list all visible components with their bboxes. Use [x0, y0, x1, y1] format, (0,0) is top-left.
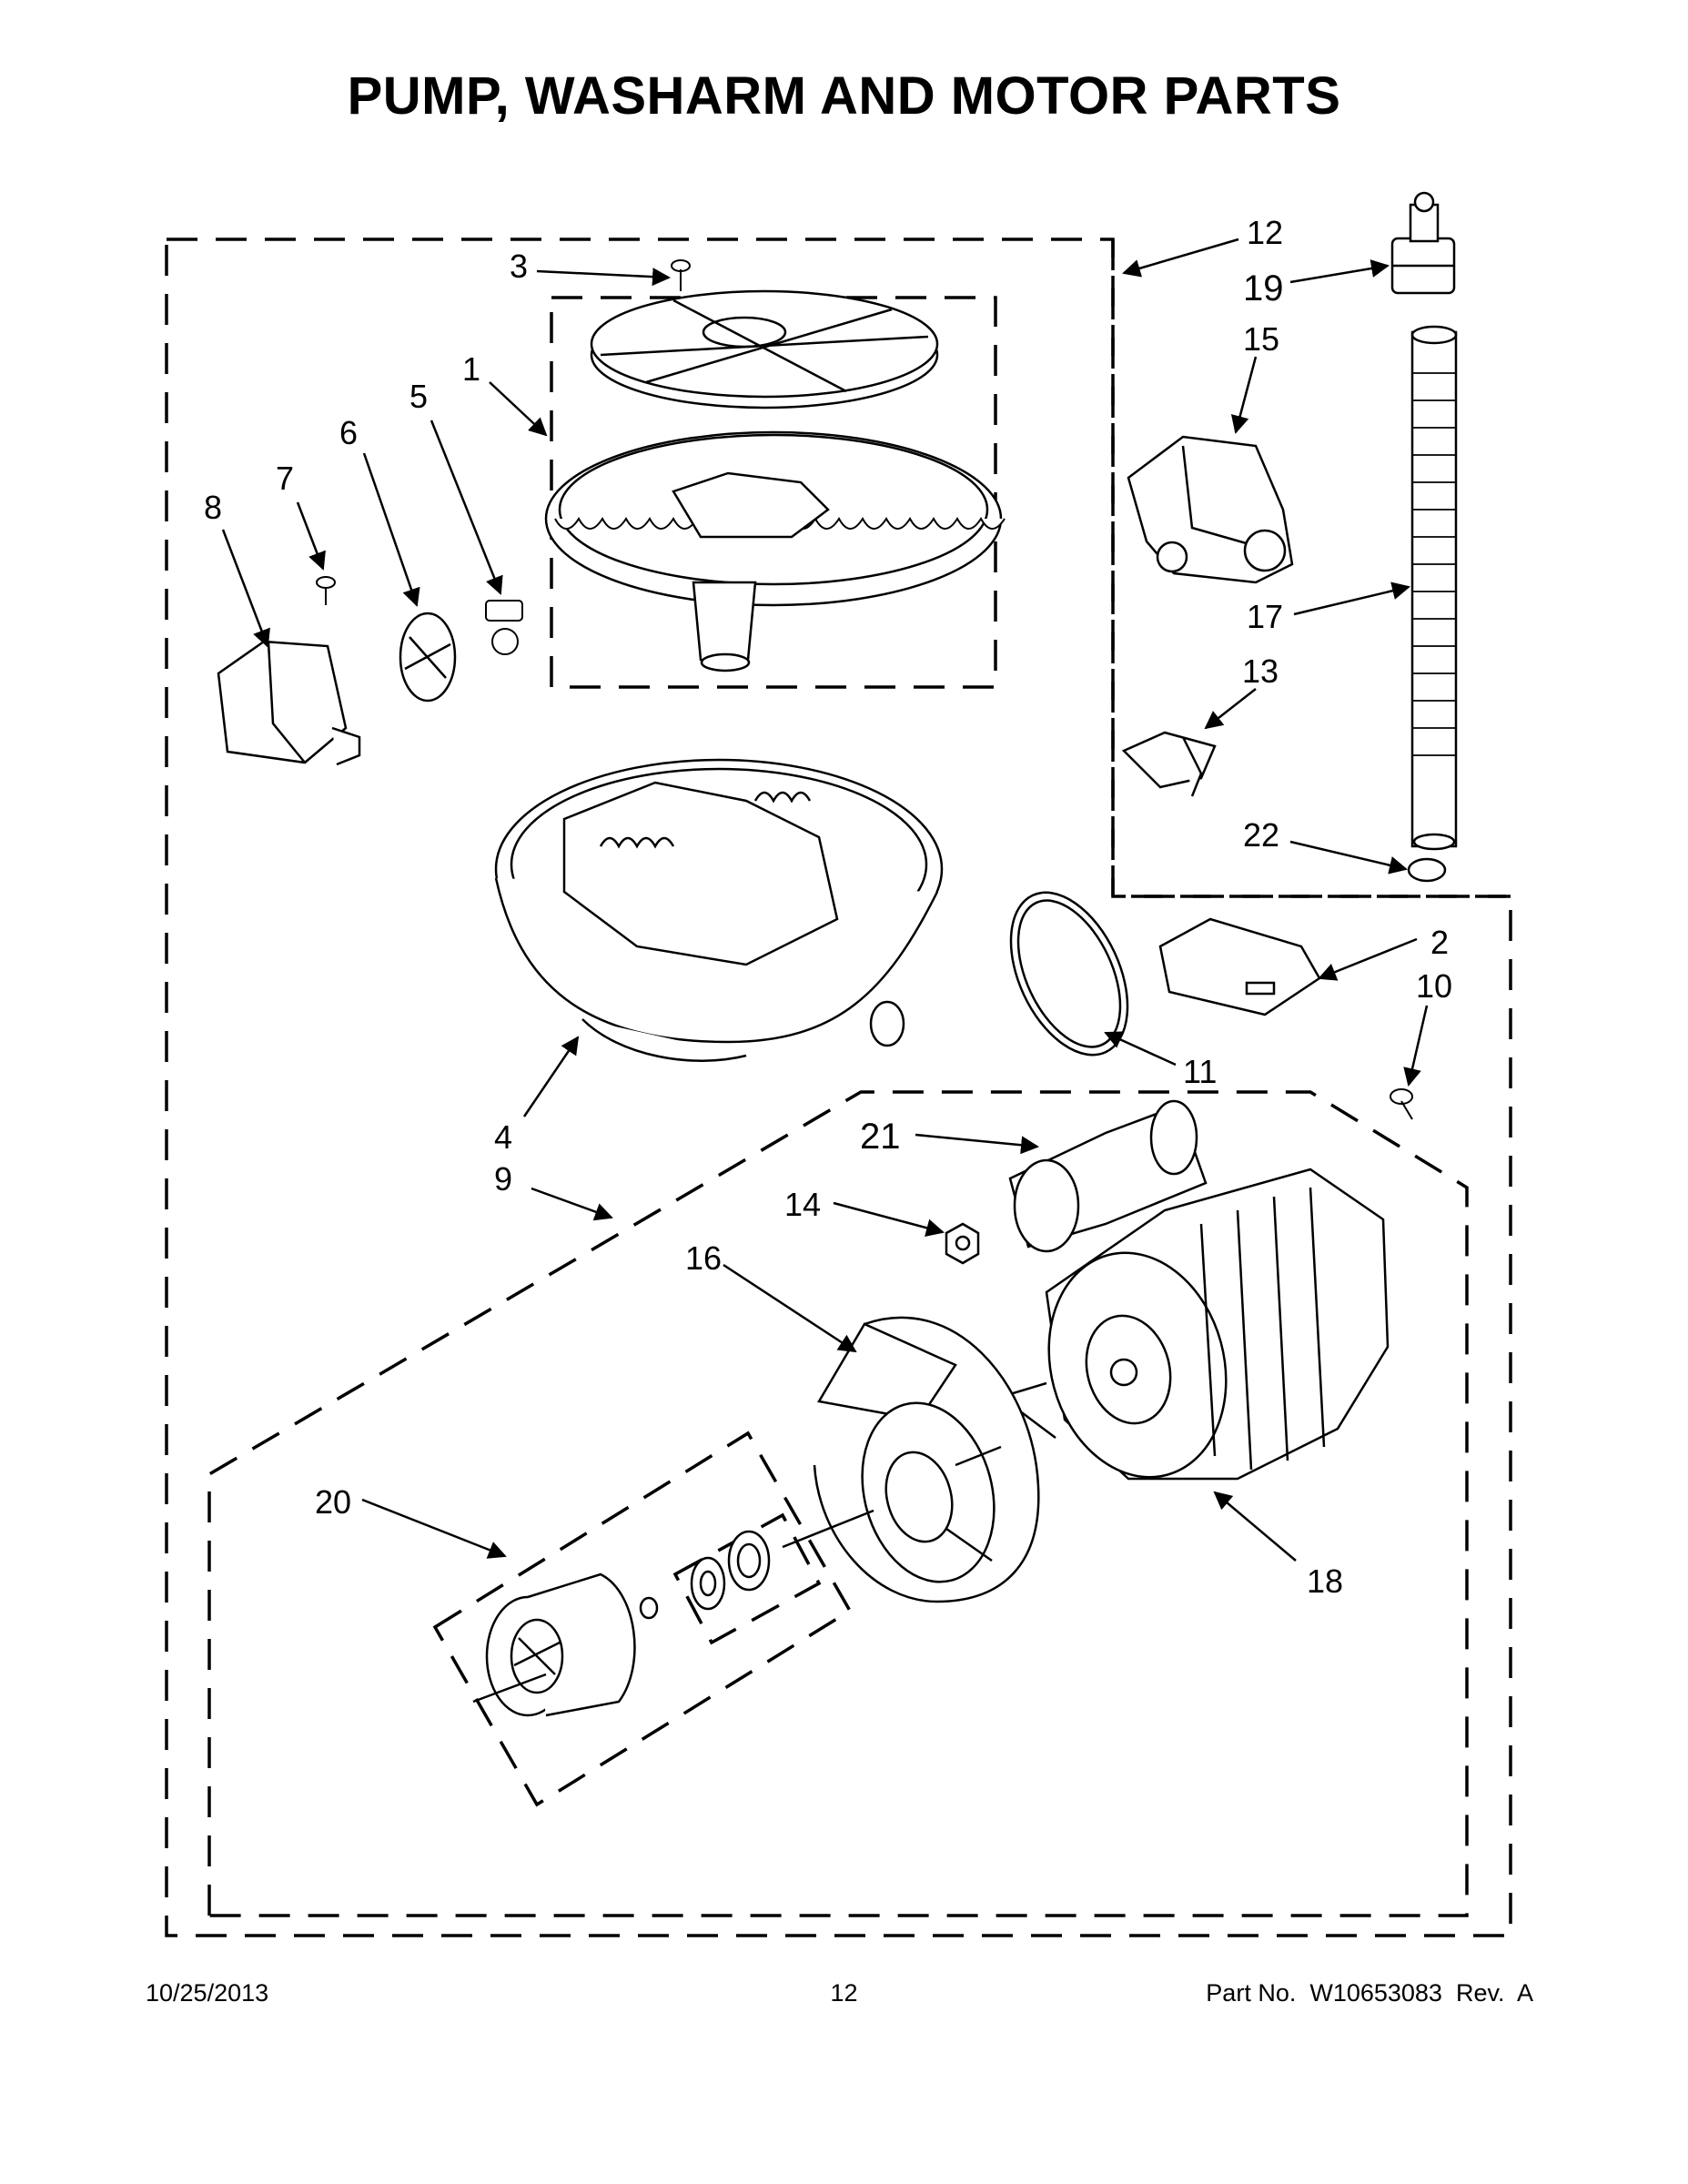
- callout-4: 4: [494, 1118, 512, 1156]
- group-12-boundary: [1111, 239, 1511, 898]
- leader-22: [1289, 840, 1408, 875]
- callout-19: 19: [1243, 268, 1284, 308]
- leader-4: [522, 1036, 580, 1117]
- part-22-clamp: [1407, 857, 1447, 883]
- page-title: PUMP, WASHARM AND MOTOR PARTS: [347, 66, 1341, 126]
- part-7-screw: [316, 576, 336, 605]
- leader-19: [1289, 259, 1390, 284]
- callout-labels: 1 2 3 4 5 6 7 8 9 10 11 12 13 14 15 16 1…: [204, 214, 1452, 1600]
- callout-18: 18: [1307, 1562, 1343, 1600]
- callout-5: 5: [409, 378, 428, 415]
- callout-9: 9: [494, 1160, 512, 1198]
- part-3-screw: [671, 259, 691, 291]
- footer-part-number: Part No. W10653083 Rev. A: [1206, 1979, 1533, 2007]
- part-15-valve: [1127, 435, 1294, 584]
- part-14-nut: [945, 1222, 980, 1265]
- part-1-filter-assembly: [544, 289, 1006, 672]
- part-19-sensor: [1390, 191, 1456, 295]
- callout-14: 14: [784, 1186, 821, 1223]
- part-6-chopper-blade: [399, 612, 457, 703]
- callout-10: 10: [1416, 967, 1452, 1005]
- part-20-impeller-and-seals: [472, 1509, 874, 1717]
- leader-13: [1204, 688, 1257, 730]
- callout-11: 11: [1183, 1053, 1217, 1090]
- part-4-sump: [494, 758, 944, 1062]
- leader-14: [833, 1201, 945, 1238]
- part-10-screw: [1390, 1088, 1413, 1120]
- leader-17: [1293, 581, 1410, 616]
- callout-16: 16: [685, 1239, 722, 1277]
- callout-22: 22: [1243, 816, 1279, 854]
- callout-7: 7: [276, 460, 294, 497]
- leader-21: [915, 1133, 1039, 1155]
- seal-group-boundary: [672, 1512, 822, 1645]
- part-5-clip: [485, 600, 523, 655]
- leader-3: [536, 268, 671, 287]
- leader-18: [1213, 1491, 1297, 1562]
- callout-12: 12: [1247, 214, 1283, 251]
- callout-3: 3: [510, 248, 528, 285]
- footer-date: 10/25/2013: [146, 1979, 269, 2007]
- callout-8: 8: [204, 489, 222, 526]
- leader-20: [361, 1498, 507, 1559]
- callout-13: 13: [1242, 652, 1279, 690]
- leader-10: [1403, 1005, 1429, 1087]
- group-20-boundary: [432, 1431, 853, 1807]
- callout-2: 2: [1430, 924, 1449, 961]
- callout-17: 17: [1247, 598, 1283, 635]
- callout-21: 21: [860, 1117, 901, 1157]
- part-13-clip: [1121, 731, 1217, 797]
- callout-20: 20: [315, 1483, 351, 1521]
- leader-12: [1122, 238, 1239, 278]
- callout-15: 15: [1243, 320, 1279, 358]
- leader-5: [430, 420, 503, 595]
- leader-15: [1230, 356, 1258, 434]
- callout-6: 6: [339, 414, 358, 451]
- leader-1: [489, 381, 548, 437]
- part-21-capacitor: [1008, 1099, 1208, 1253]
- part-18-motor: [998, 1168, 1390, 1481]
- leader-11: [1104, 1031, 1177, 1067]
- part-17-hose: [1410, 325, 1458, 851]
- leader-16: [723, 1263, 857, 1353]
- footer-page-number: 12: [830, 1979, 858, 2007]
- part-11-gasket-ring: [1009, 891, 1129, 1057]
- leader-2: [1318, 937, 1418, 981]
- leader-9: [531, 1187, 613, 1221]
- leader-6: [362, 452, 420, 607]
- leader-8: [221, 529, 270, 648]
- callout-1: 1: [462, 350, 480, 388]
- part-2-bracket: [1158, 917, 1321, 1016]
- group-9-boundary: [207, 1090, 1469, 1917]
- leader-7: [296, 501, 326, 571]
- part-16-pump-housing: [813, 1316, 1040, 1603]
- part-8-cover: [217, 640, 361, 766]
